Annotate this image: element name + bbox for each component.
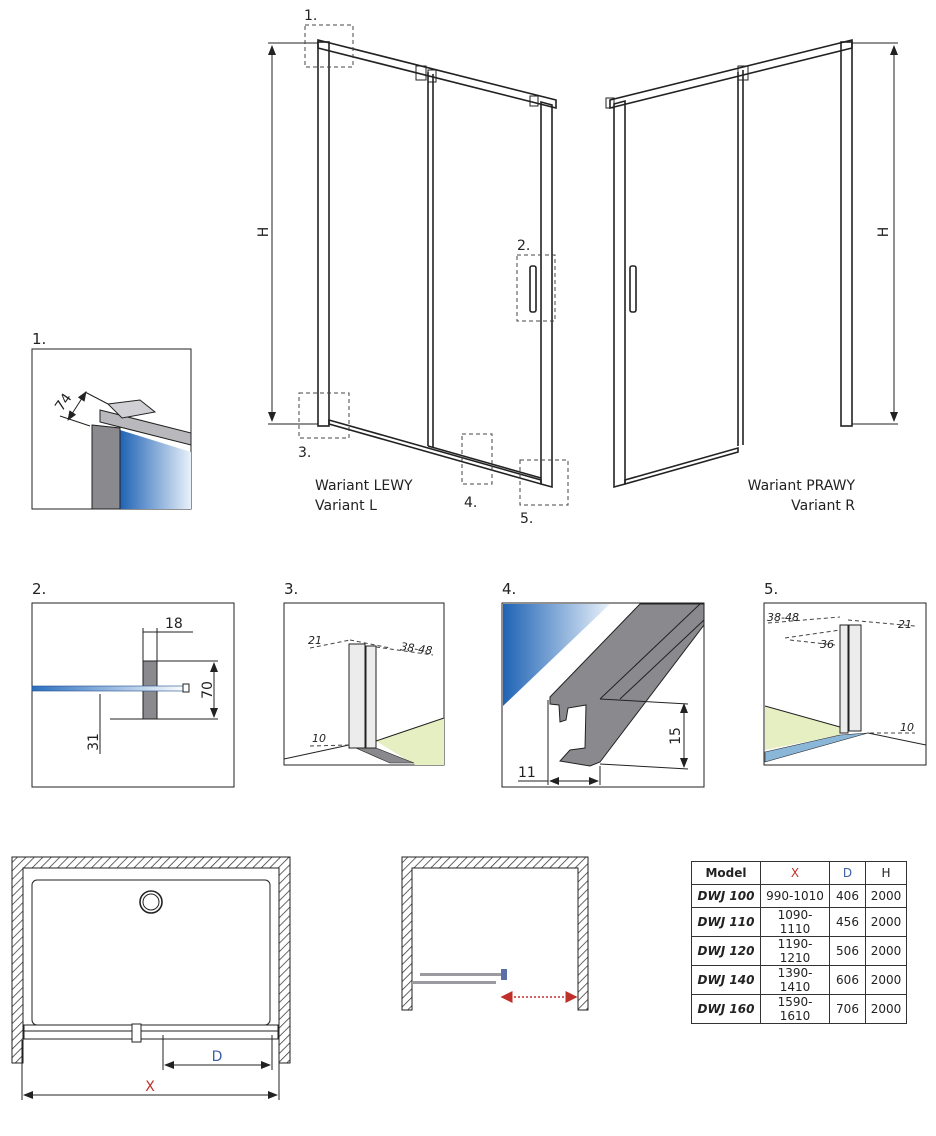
detail-3: 3. 21 38-48 10: [283, 580, 445, 766]
dim-74: 74: [52, 390, 75, 414]
cell-model: DWJ 100: [691, 884, 761, 908]
variant-right-drawing: H Wariant PRAWY Variant R: [605, 38, 898, 514]
col-d: D: [829, 861, 866, 885]
dim-18: 18: [165, 616, 183, 632]
col-x: X: [760, 861, 830, 885]
dim-10: 10: [312, 732, 326, 745]
dim-11: 11: [518, 765, 536, 781]
callout-box-1: [304, 24, 354, 68]
cell-h: 2000: [865, 965, 907, 995]
cell-model: DWJ 160: [691, 994, 761, 1024]
dim-21-b: 21: [898, 618, 912, 631]
callout-2: 2.: [517, 238, 530, 254]
col-h: H: [865, 861, 907, 885]
callout-5: 5.: [520, 511, 533, 527]
callout-4: 4.: [464, 495, 477, 511]
cell-model: DWJ 120: [691, 936, 761, 966]
cell-h: 2000: [865, 936, 907, 966]
dim-15: 15: [668, 727, 684, 745]
detail-2-label: 2.: [32, 580, 46, 598]
height-label: H: [256, 227, 272, 238]
dim-38-48: 38-48: [400, 640, 433, 657]
cell-d: 706: [829, 994, 866, 1024]
cell-d: 456: [829, 907, 866, 937]
detail-1-label: 1.: [32, 330, 46, 348]
callout-box-2: [516, 254, 556, 322]
detail-4: 4. 15 11: [501, 580, 705, 788]
x-dimension-label: X: [145, 1079, 155, 1095]
dim-38-48-b: 38-48: [767, 611, 799, 624]
variant-right-subtitle: Variant R: [791, 498, 855, 514]
opening-plan-view: [401, 856, 589, 1011]
col-model: Model: [691, 861, 761, 885]
dim-21: 21: [308, 634, 322, 647]
height-label-right: H: [876, 227, 892, 238]
detail-4-label: 4.: [502, 580, 516, 598]
cell-h: 2000: [865, 907, 907, 937]
dim-31: 31: [86, 733, 102, 751]
cell-d: 406: [829, 884, 866, 908]
cell-model: DWJ 110: [691, 907, 761, 937]
callout-3: 3.: [298, 445, 311, 461]
cell-d: 506: [829, 936, 866, 966]
d-dimension-label: D: [212, 1049, 223, 1065]
dim-70: 70: [200, 681, 216, 699]
cell-x: 1390-1410: [760, 965, 830, 995]
callout-box-5: [519, 459, 569, 506]
variant-left-title: Wariant LEWY: [315, 478, 413, 494]
dim-36: 36: [820, 638, 834, 651]
callout-1: 1.: [304, 8, 317, 24]
table-header-row: Model X D H: [691, 861, 907, 885]
cell-x: 1090-1110: [760, 907, 830, 937]
detail-3-label: 3.: [284, 580, 298, 598]
callout-box-3: [298, 392, 350, 439]
callout-box-4: [461, 433, 493, 485]
cell-x: 1590-1610: [760, 994, 830, 1024]
detail-5-label: 5.: [764, 580, 778, 598]
detail-2: 2. 18 70 31: [31, 580, 235, 788]
cell-d: 606: [829, 965, 866, 995]
detail-1: 1. 74: [31, 330, 192, 510]
cell-x: 990-1010: [760, 884, 830, 908]
variant-left-drawing: H 1. 2. 3. 4. 5. Wariant LEWY Variant L: [256, 8, 569, 527]
detail-5: 5. 38-48 21 36 10: [763, 580, 927, 766]
plan-view: D X: [11, 856, 291, 1100]
variant-left-subtitle: Variant L: [315, 498, 377, 514]
variant-right-title: Wariant PRAWY: [748, 478, 856, 494]
cell-h: 2000: [865, 994, 907, 1024]
cell-x: 1190-1210: [760, 936, 830, 966]
cell-model: DWJ 140: [691, 965, 761, 995]
cell-h: 2000: [865, 884, 907, 908]
dim-10-b: 10: [900, 721, 914, 734]
